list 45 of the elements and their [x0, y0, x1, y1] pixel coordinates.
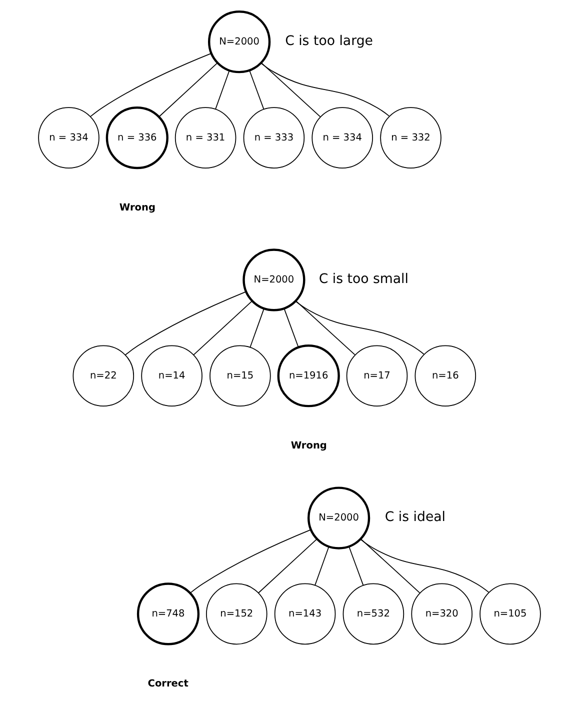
node-circle: n=143 [274, 583, 336, 645]
node-circle: n = 333 [243, 107, 305, 168]
label: C is ideal [384, 510, 446, 526]
node-circle: n=15 [210, 345, 271, 407]
connector [284, 308, 299, 348]
node-circle: n = 336 [106, 106, 168, 170]
node-circle: n=748 [136, 582, 200, 646]
node-circle: N=2000 [308, 486, 370, 550]
node-circle: n = 331 [174, 107, 236, 168]
connector [260, 62, 390, 117]
node-circle: n = 332 [380, 107, 442, 168]
connector [258, 538, 318, 594]
node-circle: n=152 [206, 583, 268, 645]
connector [193, 300, 252, 356]
connector [90, 53, 212, 117]
node-label: Wrong [290, 440, 327, 452]
connector [125, 291, 246, 356]
connector [295, 300, 424, 355]
connector [360, 538, 490, 593]
connector [158, 62, 218, 118]
node-label: Wrong [119, 202, 156, 214]
node-circle: n=1916 [277, 344, 340, 408]
label: C is too small [318, 272, 408, 288]
label: C is too large [285, 34, 373, 49]
connector [215, 70, 230, 110]
connector [314, 546, 330, 586]
node-circle: n=17 [346, 345, 408, 407]
node-label: Correct [148, 678, 188, 690]
node-circle: n = 334 [312, 107, 373, 168]
connector [360, 538, 420, 594]
node-circle: n=320 [411, 583, 472, 645]
connector [250, 308, 264, 348]
node-circle: n = 334 [38, 107, 100, 168]
connector [260, 62, 321, 118]
connector [295, 300, 356, 356]
node-circle: n=22 [72, 345, 134, 407]
node-circle: N=2000 [208, 10, 271, 74]
node-circle: n=532 [342, 583, 404, 645]
node-circle: N=2000 [242, 248, 306, 312]
node-circle: n=14 [141, 345, 202, 407]
connector [190, 529, 312, 594]
node-circle: n=105 [480, 583, 541, 645]
connector [249, 70, 264, 110]
node-circle: n=16 [414, 345, 476, 407]
connector [348, 546, 364, 586]
